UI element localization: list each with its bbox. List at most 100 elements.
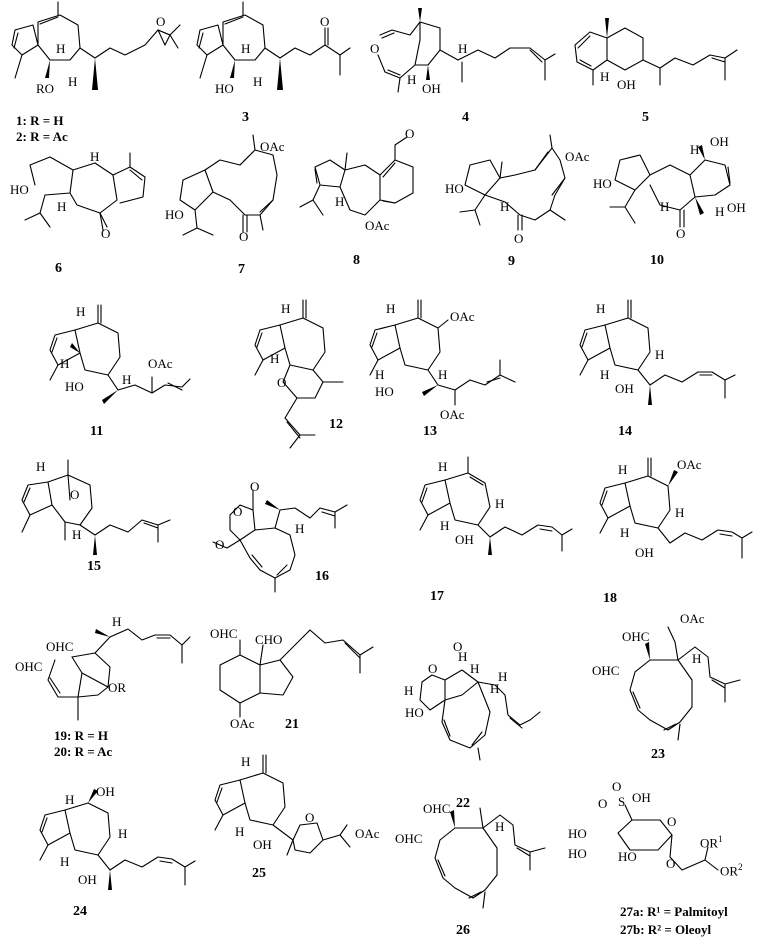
atom-h: H [600,69,610,84]
compound-13-structure: H OAc H HO H OAc [360,299,530,425]
atom-ho: HO [65,379,84,394]
atom-oac: OAc [148,356,173,371]
atom-ho: HO [10,182,29,197]
atom-h: H [122,372,132,387]
atom-h: H [692,651,702,666]
atom-oh: OH [253,837,272,852]
compound-label-8: 8 [353,253,360,268]
atom-s: S [618,794,626,809]
atom-ro: RO [36,81,55,96]
atom-o: O [676,226,686,241]
r-definition-2: 2: R = Ac [16,129,68,144]
atom-ho: HO [445,181,464,196]
atom-h: H [495,496,505,511]
atom-h: H [490,681,500,696]
atom-h: H [72,527,82,542]
r-definition-27a: 27a: R¹ = Palmitoyl [620,904,728,919]
atom-o: O [250,479,260,494]
atom-ho: HO [568,826,587,841]
compound-label-22: 22 [456,796,470,811]
compound-18-structure: H OAc H H OH [590,457,760,573]
atom-ho: HO [593,176,612,191]
atom-oh: OH [422,81,441,96]
compound-16-structure: O O O H [195,470,385,595]
atom-h: H [65,792,75,807]
compound-label-14: 14 [618,424,632,439]
r-definition-1: 1: R = H [16,113,64,128]
compound-26-structure: OHC H OHC [385,780,560,920]
compound-label-3: 3 [242,110,249,125]
atom-o: O [156,14,166,29]
atom-oac: OAc [260,139,285,154]
compound-label-13: 13 [423,424,437,439]
atom-h: H [253,74,263,89]
atom-oh: OH [710,134,729,149]
atom-h: H [386,301,396,316]
atom-h: H [76,304,86,319]
compound-6-structure: H HO H O [5,135,155,245]
atom-h: H [458,41,468,56]
atom-ho: HO [568,846,587,861]
compound-25-structure: H O OAc H OH [205,754,380,865]
atom-ohc: OHC [395,831,423,846]
atom-oh: OH [615,381,634,396]
compound-label-21: 21 [285,717,299,732]
atom-h: H [715,204,725,219]
atom-oac: OAc [230,716,255,731]
compound-label-5: 5 [642,110,649,125]
compound-label-11: 11 [90,424,104,439]
atom-h: H [241,754,251,769]
compound-4-structure: O H H OH [370,0,560,100]
compound-label-15: 15 [87,559,101,574]
r-definition-20: 20: R = Ac [54,744,113,759]
atom-h: H [618,462,628,477]
compound-27-structure: O S OH O O HO HO HO O OR1 OR2 [560,775,760,905]
atom-h: H [438,459,448,474]
atom-o: O [667,814,677,829]
atom-o: O [370,41,380,56]
compound-label-23: 23 [651,747,665,762]
atom-h: H [620,525,630,540]
atom-h: H [56,41,66,56]
compound-8-structure: O H OAc [295,125,425,235]
compound-17-structure: H H H OH [410,455,585,565]
atom-h: H [438,367,448,382]
atom-h: H [90,149,100,164]
compound-label-4: 4 [462,110,469,125]
atom-ohc: OHC [622,629,650,644]
atom-h: H [500,199,510,214]
atom-h: H [440,518,450,533]
atom-h: H [675,505,685,520]
atom-h: H [295,521,305,536]
compound-11-structure: H OAc H HO H [40,304,210,410]
compound-19-20-structure: H OHC OHC OR [10,615,200,735]
atom-oac: OAc [365,218,390,233]
atom-ohc: OHC [592,663,620,678]
atom-ohc: OHC [46,639,74,654]
compound-23-structure: OAc OHC H OHC [580,612,760,752]
atom-oac: OAc [680,611,705,626]
atom-h: H [655,347,665,362]
atom-o: O [598,796,608,811]
atom-cho: CHO [255,632,283,647]
atom-o: O [277,375,287,390]
atom-h: H [235,824,245,839]
atom-oh: OH [78,872,97,887]
compound-label-16: 16 [315,569,329,584]
atom-h: H [270,351,280,366]
atom-or1: OR1 [700,834,723,851]
atom-o: O [320,14,330,29]
atom-oh: OH [635,545,654,560]
atom-oac: OAc [355,826,380,841]
atom-ohc: OHC [423,801,451,816]
atom-oh: OH [632,790,651,805]
atom-o: O [233,504,243,519]
atom-o: O [612,779,622,794]
atom-oac: OAc [565,149,590,164]
atom-o: O [514,231,524,246]
compound-label-24: 24 [73,904,87,919]
atom-h: H [60,356,70,371]
compound-21-structure: OHC CHO OAc [205,615,385,730]
atom-h: H [495,819,505,834]
atom-oac: OAc [677,457,702,472]
